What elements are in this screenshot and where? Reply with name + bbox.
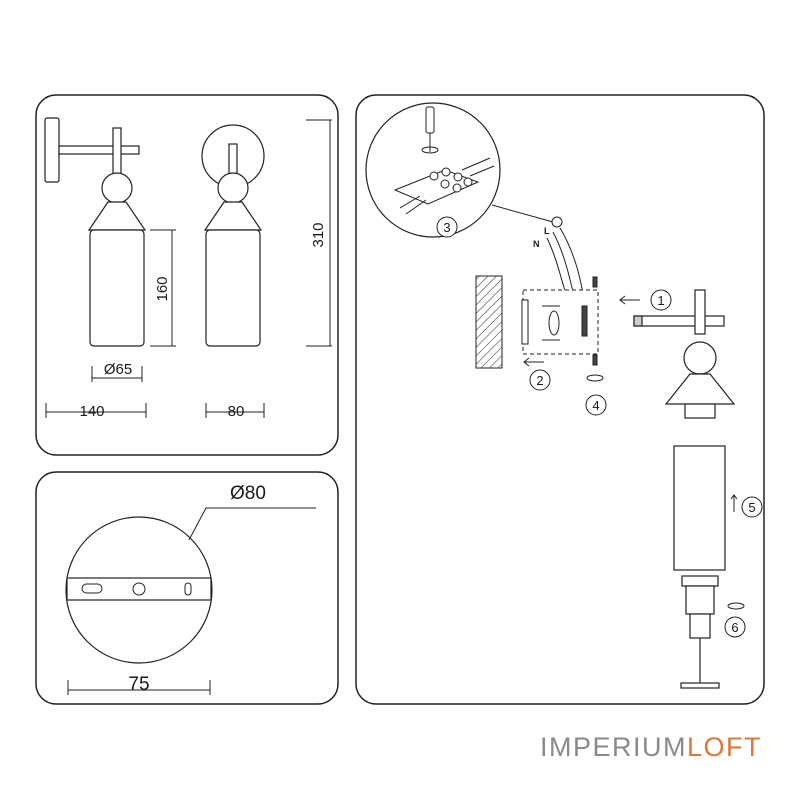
dimensions-panel: 310 160 Ø65 140 80: [35, 94, 339, 456]
step-4-badge: [585, 394, 607, 416]
dim-shade-diameter: Ø65: [104, 361, 132, 378]
step-5-badge: [741, 496, 763, 518]
step-1-badge: [650, 289, 672, 311]
wall-bracket: [521, 276, 599, 366]
wall-section: [475, 275, 503, 369]
bar-center-hole: [132, 582, 146, 596]
screwdriver: [421, 106, 439, 154]
step-6-label: 6: [731, 620, 738, 635]
leader-line: [188, 507, 316, 541]
step-arrows: [523, 295, 738, 512]
installation-panel: L N: [355, 94, 765, 705]
detail-circle: [365, 102, 501, 238]
terminal-block: [393, 157, 495, 215]
brand-logo-part1: IMPERIUM: [540, 732, 687, 762]
step-5-label: 5: [748, 500, 755, 515]
dim-height-total: 310: [310, 222, 327, 247]
bar-slot-left: [81, 583, 103, 594]
wire-label-neutral: N: [533, 239, 540, 249]
dim-plate-holes: 75: [128, 674, 149, 695]
step-1-label: 1: [657, 293, 664, 308]
brand-logo: IMPERIUMLOFT: [540, 732, 770, 772]
lamp-shade: [673, 445, 726, 571]
front-view-lamp: [201, 124, 265, 347]
side-view-lamp: [44, 117, 147, 347]
lamp-socket-stem: [680, 575, 720, 689]
dim-width: 80: [228, 403, 245, 420]
brand-logo-part2: LOFT: [687, 732, 763, 762]
wire-label-live: L: [544, 226, 550, 236]
step-2-label: 2: [536, 373, 543, 388]
detail-leader: [491, 204, 554, 223]
mounting-plate-panel: Ø80 75: [35, 471, 339, 705]
ground-symbol: [551, 216, 563, 228]
dim-plate-diameter: Ø80: [230, 483, 266, 504]
bar-slot-right: [184, 582, 192, 596]
ring-icon: [586, 374, 745, 610]
step-4-label: 4: [592, 398, 599, 413]
dim-depth: 140: [79, 403, 104, 420]
plate-dimension-lines: [67, 680, 211, 695]
step-markers: [436, 216, 763, 638]
step-6-badge: [724, 616, 746, 638]
step-2-badge: [529, 369, 551, 391]
dimension-lines: [45, 119, 332, 418]
lamp-arm-assembly: [633, 289, 736, 419]
step-3-badge: [436, 216, 458, 238]
dim-height-shade: 160: [154, 276, 171, 301]
step-3-label: 3: [443, 220, 450, 235]
